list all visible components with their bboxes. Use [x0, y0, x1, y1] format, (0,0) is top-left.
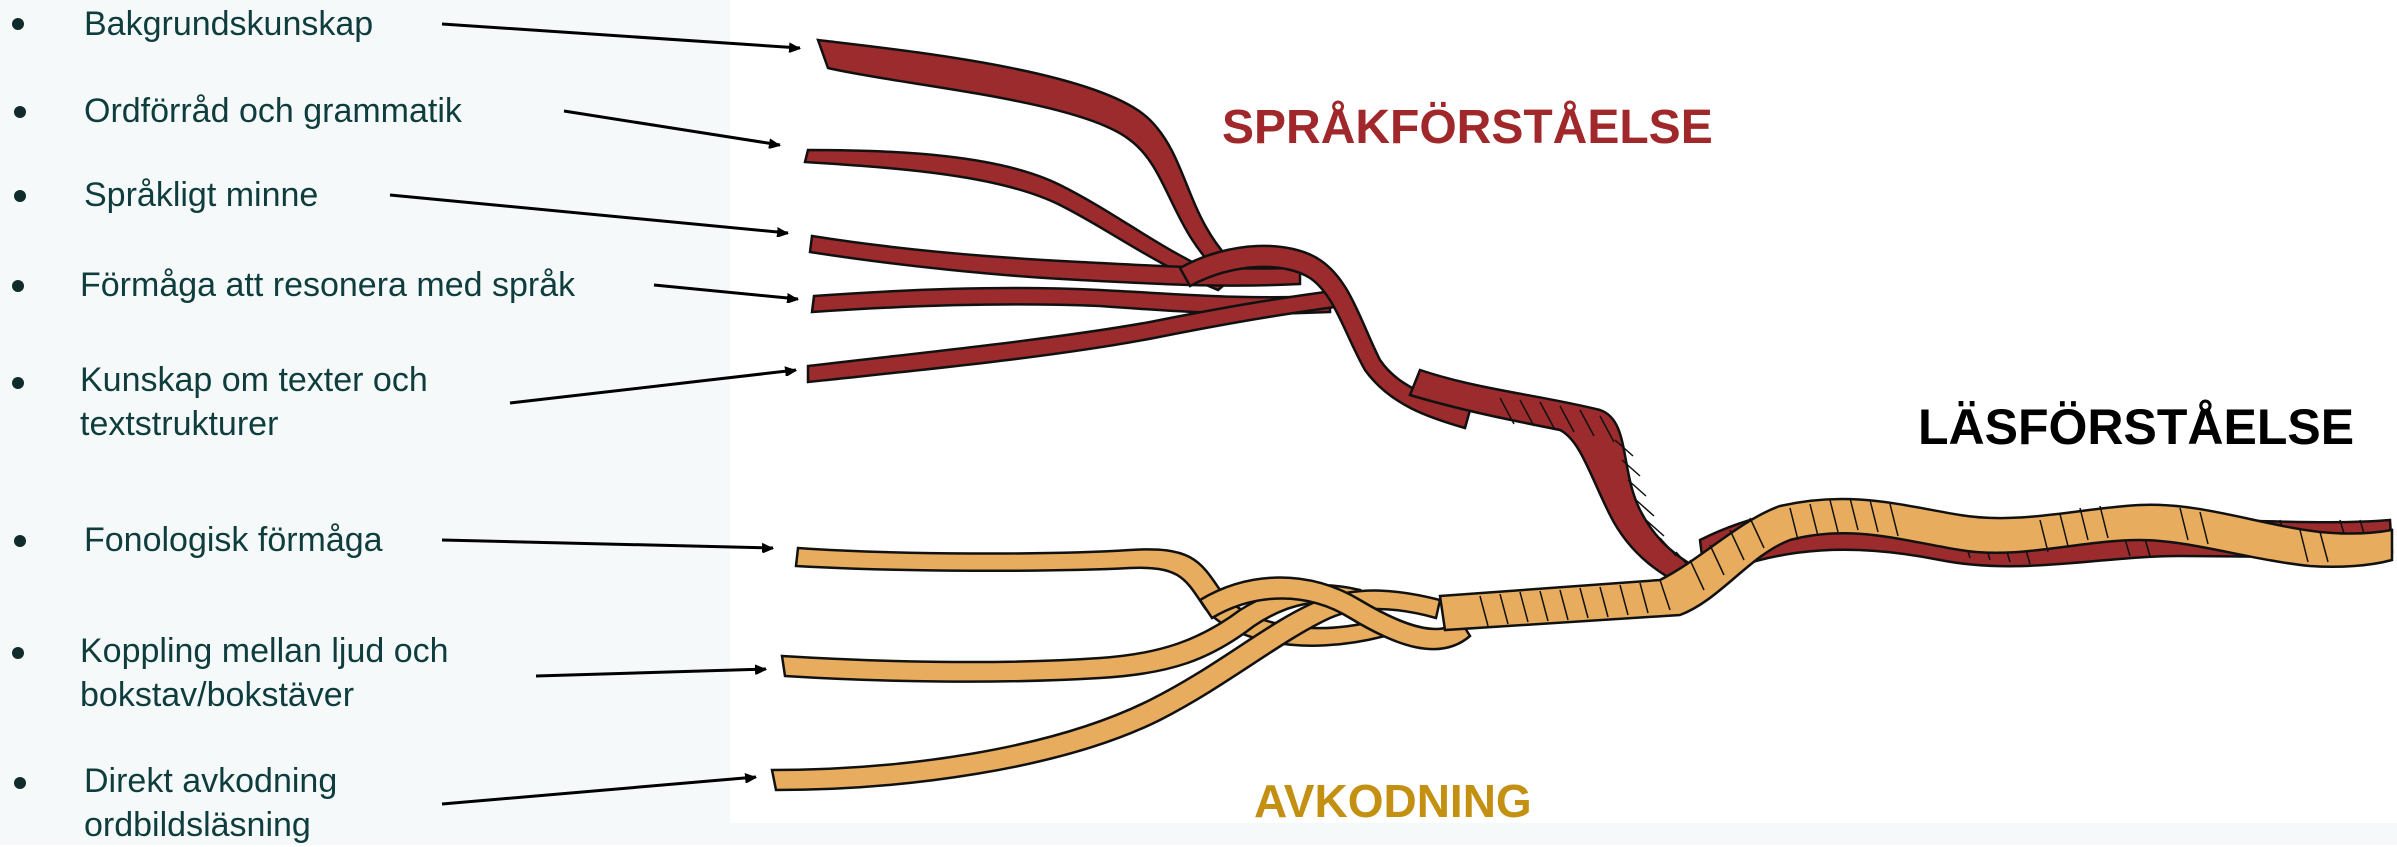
arrow-resonera: [654, 285, 798, 299]
arrow-koppling: [536, 669, 766, 676]
arrow-sprakligt-minne: [390, 195, 788, 233]
heading-avkodning: AVKODNING: [1254, 774, 1532, 828]
arrow-direkt-avkodning: [442, 777, 756, 804]
heading-lasforstaelse: LÄSFÖRSTÅELSE: [1918, 398, 2354, 456]
label-arrows: [390, 24, 800, 804]
yellow-main-rope: [1440, 499, 2392, 630]
arrow-texter: [510, 370, 796, 403]
red-main-rope: [1410, 370, 1720, 595]
arrow-ordforrad: [564, 111, 780, 145]
strand-direkt-avkodning: [772, 591, 1440, 790]
heading-sprakforstaelse: SPRÅKFÖRSTÅELSE: [1222, 100, 1713, 155]
arrow-bakgrundskunskap: [442, 24, 800, 48]
arrow-fonologisk: [442, 540, 773, 548]
